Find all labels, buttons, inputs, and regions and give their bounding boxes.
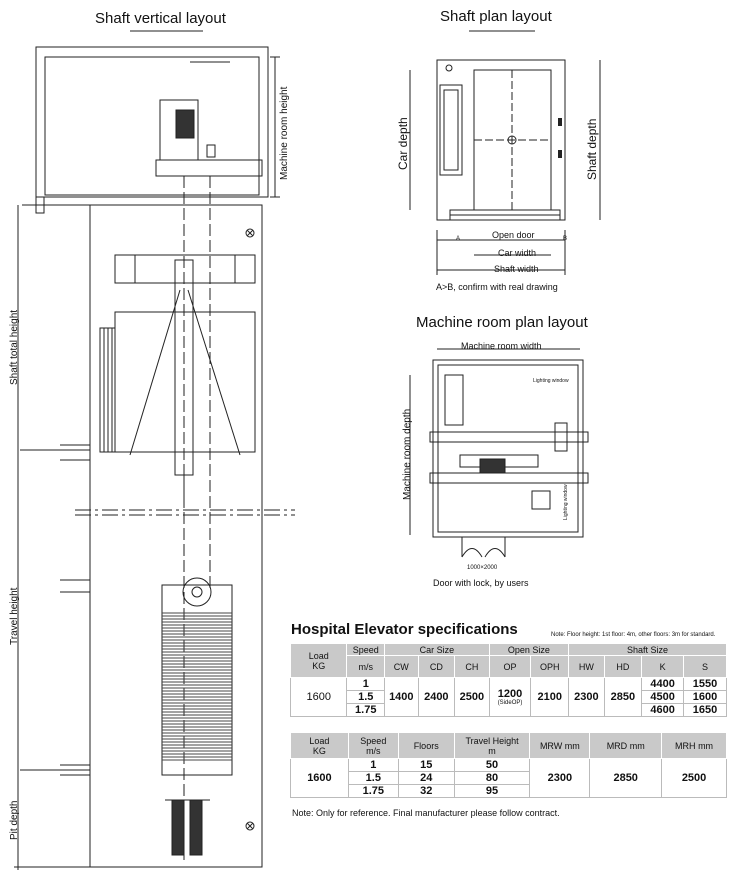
t1-header-ch: CH [454,655,490,678]
machine-room-depth-label: Machine room depth [402,408,413,500]
t1-header-speed-unit: m/s [346,655,386,678]
t1-header-speed: Speed [346,643,386,656]
spec-note: Note: Floor height: 1st floor: 4m, other… [551,632,716,638]
t1-speed-1: 1 [346,677,386,691]
shaft-plan-drawing [409,30,601,275]
t2-travel-2: 80 [453,771,531,785]
t1-header-car-size: Car Size [384,643,490,656]
t1-s-2: 1600 [683,690,727,704]
t1-header-hd: HD [603,655,643,678]
t1-header-oph: OPH [530,655,570,678]
t1-header-open-size: Open Size [488,643,570,656]
plan-layout-title: Shaft plan layout [440,8,552,25]
machine-room-outline [35,46,269,198]
travel-height-label: Travel height [9,587,20,645]
car-depth-label: Car depth [396,117,410,170]
car-width-label: Car width [498,248,537,258]
shaft-outline [89,204,263,868]
t2-floors-2: 24 [397,771,455,785]
t1-header-op: OP [488,655,532,678]
t1-header-s: S [683,655,727,678]
t1-hw: 2300 [568,677,605,717]
t1-s-1: 1550 [683,677,727,691]
t1-load: 1600 [289,677,348,717]
vertical-layout-title: Shaft vertical layout [95,10,226,27]
t1-header-shaft-size: Shaft Size [568,643,727,656]
machine-beam [155,159,263,177]
pit-depth-label: Pit depth [9,800,20,840]
machine-room-note: Door with lock, by users [433,578,529,588]
t1-oph: 2100 [530,677,570,717]
car-body [114,311,256,453]
dimension-b-label: B [563,236,568,242]
t1-header-hw: HW [568,655,605,678]
lighting-window-label-2: Lighting window [563,484,569,520]
machine-room-width-label: Machine room width [461,341,542,351]
shaft-depth-label: Shaft depth [585,118,599,180]
t2-header-mrh: MRH mm [661,732,727,759]
machine-room-height-label: Machine room height [279,86,290,180]
t1-k-2: 4500 [641,690,685,704]
t2-load: 1600 [290,758,349,798]
t2-mrd: 2850 [589,758,663,798]
t2-floors-1: 15 [397,758,455,772]
spec-title: Hospital Elevator specifications [291,621,518,638]
t1-s-3: 1650 [683,703,727,717]
t1-header-k: K [641,655,685,678]
t1-header-cd: CD [417,655,456,678]
shaft-width-label: Shaft width [494,264,539,274]
plan-layout-note: A>B, confirm with real drawing [436,282,558,292]
t2-speed-2: 1.5 [347,771,399,785]
machine-room-drawing [409,348,589,558]
t2-speed-1: 1 [347,758,399,772]
t2-speed-3: 1.75 [347,784,399,798]
t1-hd: 2850 [603,677,643,717]
traction-machine [159,99,199,161]
t1-speed-2: 1.5 [346,690,386,704]
machine-room-layout-title: Machine room plan layout [416,314,588,331]
t2-header-mrd: MRD mm [589,732,663,759]
shaft-vertical-drawing [14,30,295,870]
t1-k-3: 4600 [641,703,685,717]
t2-travel-1: 50 [453,758,531,772]
dimension-a-label: A [456,236,461,242]
t1-op: 1200(SideOP) [488,677,532,717]
t2-header-mrw: MRW mm [529,732,591,759]
t2-travel-3: 95 [453,784,531,798]
t2-mrh: 2500 [661,758,727,798]
door-size-label: 1000×2000 [467,565,498,571]
machine-room-outline-plan [432,359,584,538]
spec-footnote: Note: Only for reference. Final manufact… [292,808,560,818]
t2-floors-3: 32 [397,784,455,798]
t1-speed-3: 1.75 [346,703,386,717]
t2-header-floors: Floors [397,732,455,759]
t1-cd: 2400 [417,677,456,717]
machine-room-inner [44,56,260,196]
t1-cw: 1400 [384,677,419,717]
t1-k-1: 4400 [641,677,685,691]
shaft-total-height-label: Shaft total height [9,309,20,385]
lighting-window-label-1: Lighting window [533,378,569,384]
t2-mrw: 2300 [529,758,591,798]
t1-ch: 2500 [454,677,490,717]
t1-header-cw: CW [384,655,419,678]
open-door-label: Open door [492,230,535,240]
car-frame-top [114,254,256,284]
